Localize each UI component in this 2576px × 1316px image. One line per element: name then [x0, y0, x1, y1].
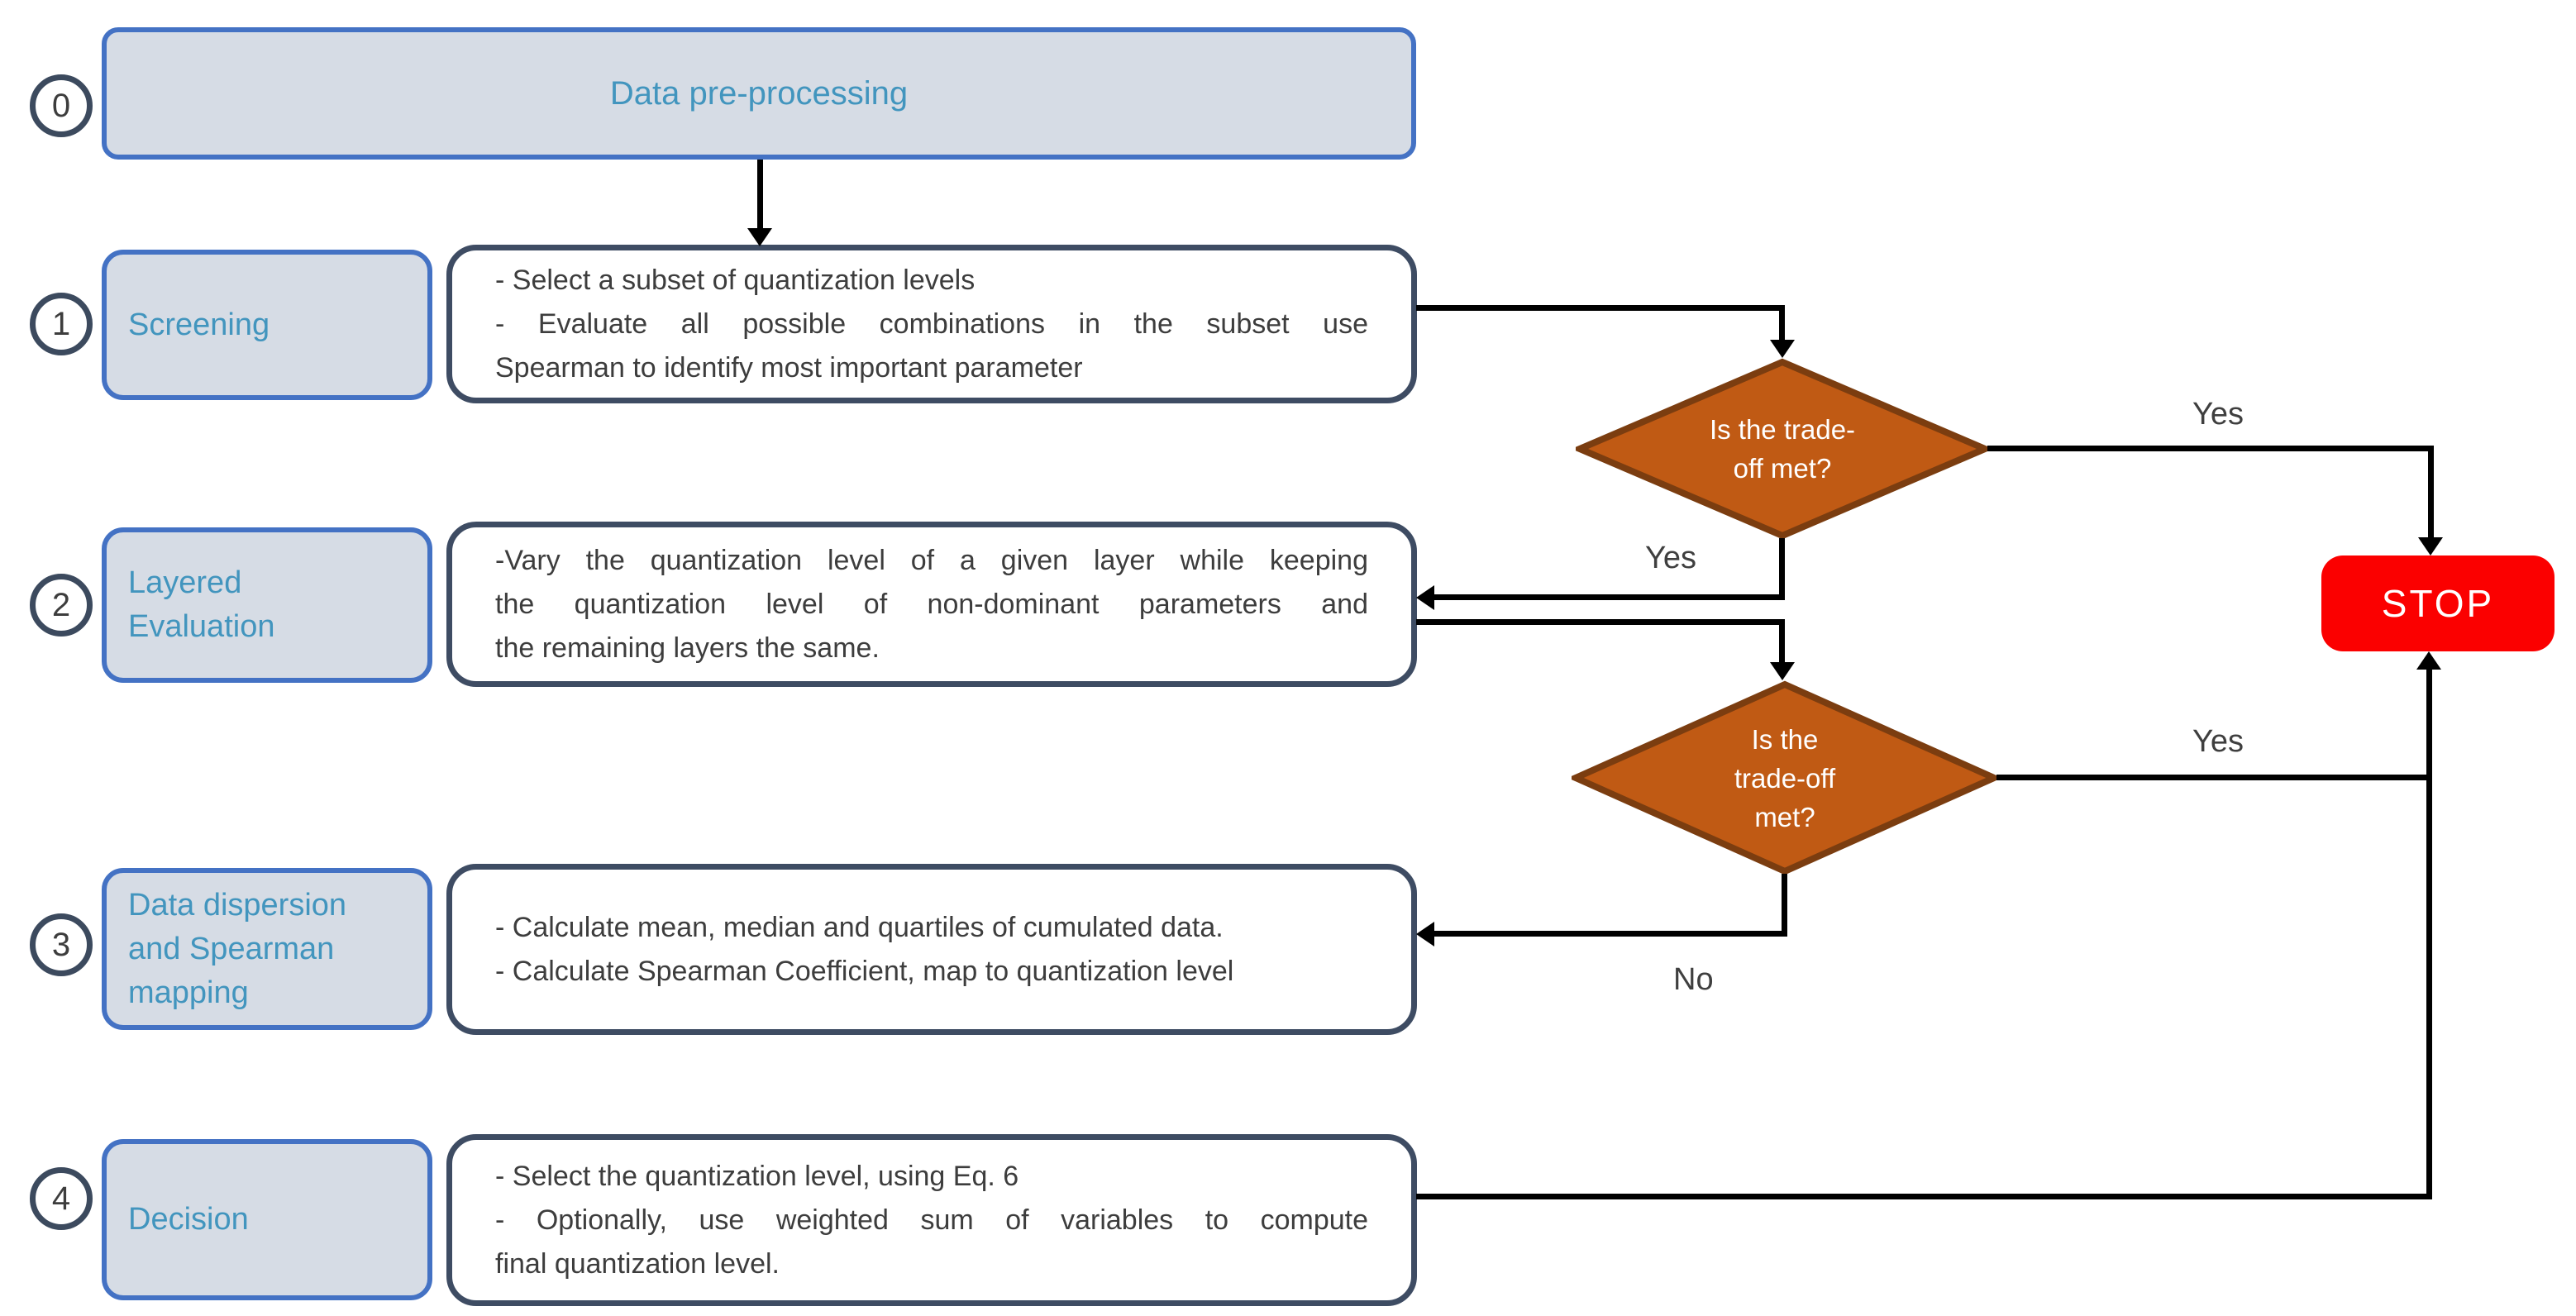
step-label-line: Evaluation	[128, 609, 275, 644]
connector-diamond1-to-stop-v	[2428, 446, 2434, 540]
connector-diamond1-to-layered-v	[1779, 538, 1785, 600]
step-number: 3	[51, 926, 71, 963]
diamond-shape-icon	[1571, 358, 1994, 540]
bullet: - Calculate Spearman Coefficient, map to…	[495, 950, 1368, 994]
bullet: - Evaluate all possible combinations in …	[495, 303, 1368, 390]
step-circle-1: 1	[30, 293, 93, 355]
desc-box-screening: - Select a subset of quantization levels…	[446, 245, 1417, 403]
stop-label: STOP	[2381, 582, 2495, 625]
bullet: - Optionally, use weighted sum of variab…	[495, 1199, 1368, 1286]
decision-line: Is the	[1751, 723, 1819, 755]
stop-terminator: STOP	[2321, 555, 2555, 651]
connector-diamond2-to-stop-v	[2426, 668, 2432, 780]
connector-diamond1-to-layered-h	[1433, 594, 1785, 600]
edge-label-yes-1: Yes	[2192, 397, 2244, 432]
connector-diamond2-to-dispersion-v	[1782, 874, 1787, 937]
bullet-line: - Select a subset of quantization levels	[495, 264, 976, 296]
connector-diamond1-to-stop-h	[1987, 446, 2434, 451]
step-box-decision: Decision	[102, 1139, 432, 1300]
step-box-data-dispersion: Data dispersion and Spearman mapping	[102, 868, 432, 1030]
step-circle-4: 4	[30, 1167, 93, 1230]
step-number: 0	[51, 87, 71, 124]
connector-screening-to-diamond1-h	[1416, 305, 1785, 311]
bullet-line: - Select the quantization level, using E…	[495, 1160, 1019, 1192]
edge-label-no: No	[1673, 962, 1714, 997]
decision-line: trade-off	[1734, 762, 1836, 794]
bullet: - Select a subset of quantization levels	[495, 259, 1368, 303]
bullet-line: - Calculate Spearman Coefficient, map to…	[495, 955, 1234, 987]
step-circle-3: 3	[30, 913, 93, 976]
edge-label-yes-3: Yes	[2192, 724, 2244, 759]
step-box-data-pre-processing: Data pre-processing	[102, 27, 1416, 160]
step-number: 1	[51, 305, 71, 342]
desc-box-decision: - Select the quantization level, using E…	[446, 1134, 1417, 1306]
decision-line: met?	[1754, 801, 1815, 832]
decision-line: off met?	[1733, 453, 1832, 484]
bullet-line: - Optionally, use weighted sum of variab…	[495, 1204, 1368, 1236]
step-label-line: and Spearman	[128, 931, 335, 966]
bullet-line: -Vary the quantization level of a given …	[495, 544, 1368, 576]
arrowhead-down-icon	[747, 228, 772, 246]
bullet: - Calculate mean, median and quartiles o…	[495, 906, 1368, 950]
decision-question: Is the trade-off met?	[1572, 680, 1998, 875]
connector-step0-to-screening	[757, 160, 763, 232]
arrowhead-down-icon	[2418, 537, 2443, 555]
connector-decision-to-stop-h	[1416, 1194, 2432, 1199]
bullet-line: the quantization level of non-dominant p…	[495, 588, 1368, 620]
desc-box-data-dispersion: - Calculate mean, median and quartiles o…	[446, 864, 1417, 1035]
bullet-line: the remaining layers the same.	[495, 632, 880, 664]
step-circle-2: 2	[30, 574, 93, 637]
step-label-line: Data dispersion	[128, 887, 347, 923]
edge-label-yes-2: Yes	[1645, 541, 1696, 575]
decision-diamond-2: Is the trade-off met?	[1567, 680, 2002, 875]
bullet-line: Spearman to identify most important para…	[495, 351, 1083, 384]
step-label: Data pre-processing	[609, 74, 909, 112]
connector-diamond2-to-dispersion-h	[1433, 931, 1785, 937]
arrowhead-up-icon	[2416, 651, 2441, 670]
connector-layered-to-diamond2-h	[1416, 619, 1785, 625]
arrowhead-down-icon	[1770, 340, 1795, 358]
arrowhead-down-icon	[1770, 662, 1795, 680]
step-number: 4	[51, 1180, 71, 1217]
step-box-layered-evaluation: Layered Evaluation	[102, 527, 432, 683]
decision-question: Is the trade- off met?	[1576, 358, 1989, 540]
step-label-line: Decision	[128, 1202, 249, 1237]
step-number: 2	[51, 586, 71, 623]
arrowhead-left-icon	[1416, 922, 1434, 946]
connector-screening-to-diamond1-v	[1779, 305, 1785, 343]
step-label-line: Screening	[128, 307, 270, 342]
connector-decision-to-stop-v	[2426, 775, 2432, 1199]
bullet: - Select the quantization level, using E…	[495, 1155, 1368, 1199]
step-label-line: mapping	[128, 975, 249, 1010]
decision-line: Is the trade-	[1709, 414, 1856, 445]
desc-box-layered-evaluation: -Vary the quantization level of a given …	[446, 522, 1417, 687]
step-circle-0: 0	[30, 74, 93, 137]
diamond-shape-icon	[1567, 680, 2002, 875]
connector-diamond2-to-stop-h	[1996, 775, 2432, 780]
connector-layered-to-diamond2-v	[1779, 619, 1785, 665]
bullet-line: - Evaluate all possible combinations in …	[495, 308, 1368, 340]
decision-diamond-1: Is the trade- off met?	[1571, 358, 1994, 540]
step-box-screening: Screening	[102, 250, 432, 400]
arrowhead-left-icon	[1416, 585, 1434, 610]
bullet: -Vary the quantization level of a given …	[495, 539, 1368, 670]
bullet-line: - Calculate mean, median and quartiles o…	[495, 911, 1224, 943]
step-label-line: Layered	[128, 565, 242, 600]
bullet-line: final quantization level.	[495, 1247, 780, 1280]
